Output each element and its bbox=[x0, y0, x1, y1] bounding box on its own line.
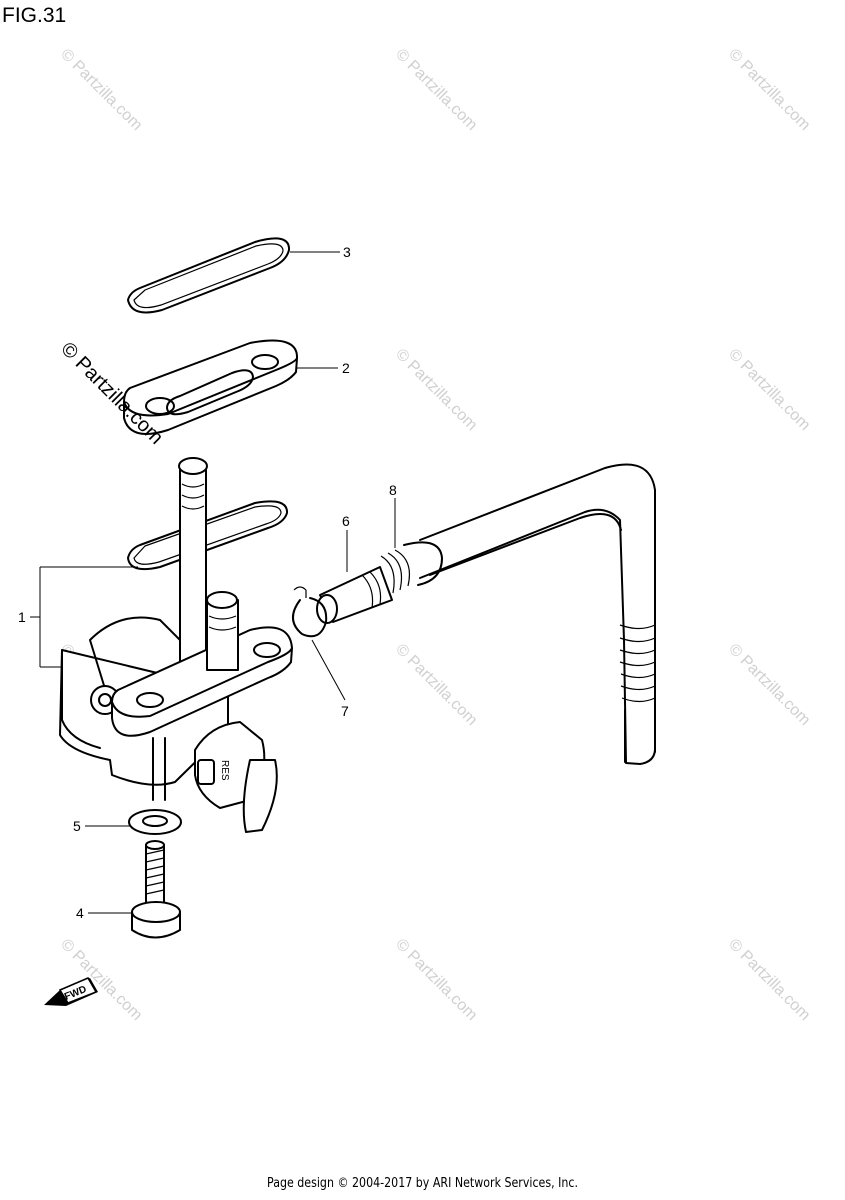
watermark-text: © Partzilla.com bbox=[392, 346, 480, 434]
watermark-text: © Partzilla.com bbox=[725, 936, 813, 1024]
part-6-pipe bbox=[316, 566, 393, 624]
watermark-main: © Partzilla.com bbox=[56, 338, 167, 449]
callout-4: 4 bbox=[76, 905, 84, 921]
watermark-text: © Partzilla.com bbox=[392, 641, 480, 729]
part-8-fuel-hose bbox=[380, 463, 656, 765]
part-5-washer bbox=[128, 809, 182, 835]
callout-5: 5 bbox=[73, 818, 81, 834]
callout-7: 7 bbox=[341, 703, 349, 719]
watermark-text: © Partzilla.com bbox=[392, 46, 480, 134]
part-3-o-ring bbox=[127, 237, 291, 314]
watermark-text: © Partzilla.com bbox=[57, 936, 145, 1024]
watermark-text: © Partzilla.com bbox=[392, 936, 480, 1024]
watermark-text: © Partzilla.com bbox=[725, 46, 813, 134]
fwd-arrow-icon: FWD bbox=[44, 977, 98, 1006]
part-1-fuel-cock: RES bbox=[59, 457, 293, 833]
callout-3: 3 bbox=[343, 244, 351, 260]
callout-labels: 3 2 8 6 1 7 5 4 bbox=[18, 244, 397, 921]
watermark-text: © Partzilla.com bbox=[57, 46, 145, 134]
callout-2: 2 bbox=[342, 360, 350, 376]
part-4-bolt bbox=[131, 840, 181, 939]
leader-lines bbox=[30, 251, 396, 914]
callout-8: 8 bbox=[389, 482, 397, 498]
part-2-gasket bbox=[123, 339, 299, 435]
part-7-clip bbox=[292, 586, 328, 638]
callout-1: 1 bbox=[18, 609, 26, 625]
page-footer: Page design © 2004-2017 by ARI Network S… bbox=[267, 1176, 578, 1191]
callout-6: 6 bbox=[342, 513, 350, 529]
valve-marking: RES bbox=[219, 760, 230, 781]
figure-title: FIG.31 bbox=[2, 4, 67, 27]
watermark-text: © Partzilla.com bbox=[725, 641, 813, 729]
watermark-text: © Partzilla.com bbox=[725, 346, 813, 434]
